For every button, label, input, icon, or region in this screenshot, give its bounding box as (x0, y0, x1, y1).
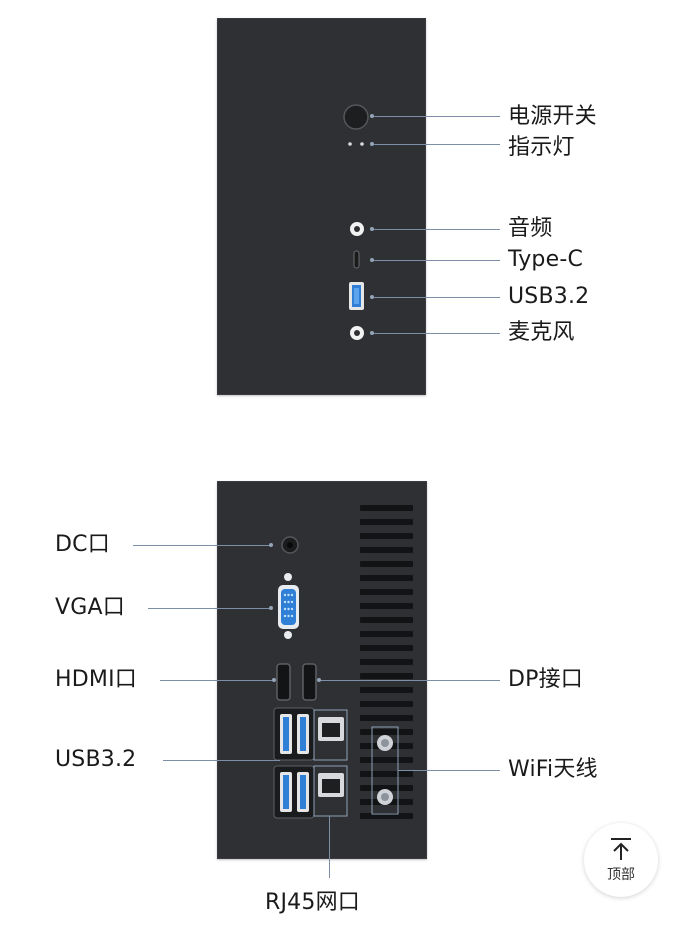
rj45-port-icon (313, 709, 348, 817)
dp-port-icon (302, 663, 317, 701)
label-dc: DC口 (55, 532, 110, 557)
front-panel-ports (343, 104, 369, 340)
usb-port-group-icon (273, 707, 315, 819)
arrow-up-bar-icon (611, 838, 631, 860)
leader-line (374, 116, 500, 117)
rear-panel (217, 481, 427, 859)
back-to-top-button[interactable]: 顶部 (584, 823, 658, 897)
indicator-led-icon (360, 142, 364, 146)
wifi-antenna-connector-icon (371, 726, 399, 815)
leader-line (133, 545, 270, 546)
leader-line (374, 297, 500, 298)
leader-line (374, 144, 500, 145)
leader-line (374, 333, 500, 334)
leader-line (329, 816, 330, 878)
hdmi-port-icon (276, 663, 291, 701)
vga-port-icon (278, 573, 299, 639)
label-type-c: Type-C (508, 247, 584, 272)
leader-line (374, 229, 500, 230)
power-button-icon (343, 104, 369, 130)
label-indicator: 指示灯 (508, 135, 575, 160)
leader-line (163, 760, 280, 761)
indicator-led-icon (348, 142, 352, 146)
vent-grille (360, 505, 413, 819)
type-c-port-icon (353, 250, 360, 269)
leader-line (374, 260, 500, 261)
label-usb-front: USB3.2 (508, 284, 590, 309)
rear-panel-ports (273, 505, 413, 819)
label-rj45: RJ45网口 (265, 890, 360, 915)
label-dp: DP接口 (508, 667, 584, 692)
label-wifi: WiFi天线 (508, 757, 598, 782)
label-power-switch: 电源开关 (508, 104, 597, 129)
back-to-top-label: 顶部 (607, 867, 635, 883)
label-audio: 音频 (508, 216, 553, 241)
leader-line (160, 680, 273, 681)
label-hdmi: HDMI口 (55, 667, 137, 692)
label-vga: VGA口 (55, 595, 125, 620)
leader-line (398, 770, 500, 771)
front-panel (217, 18, 426, 395)
label-mic: 麦克风 (508, 320, 575, 345)
label-usb-rear: USB3.2 (55, 747, 137, 772)
leader-line (320, 680, 500, 681)
leader-line (148, 608, 270, 609)
